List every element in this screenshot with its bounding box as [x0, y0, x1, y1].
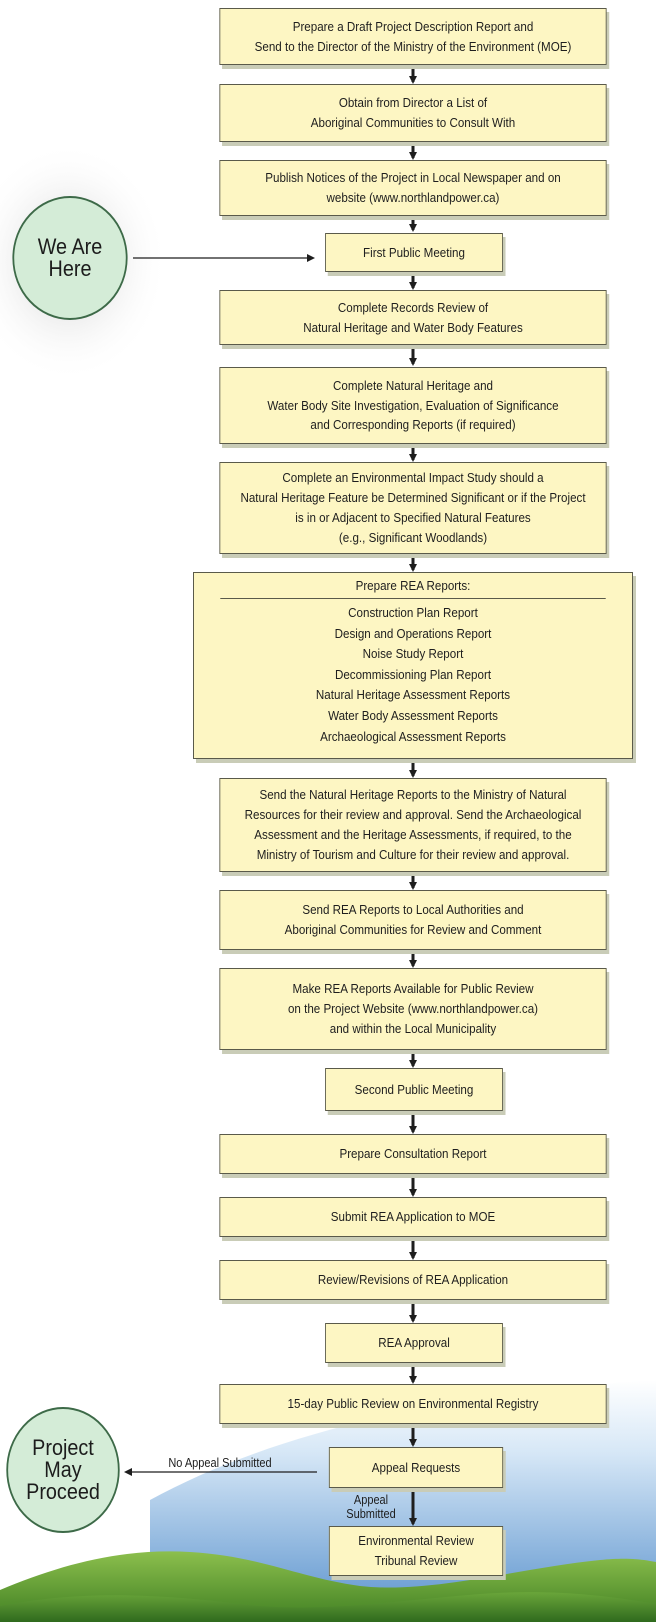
step-send-rea-reports: Send REA Reports to Local Authorities an…	[219, 890, 607, 950]
step-make-reports-available-text: Make REA Reports Available for Public Re…	[287, 981, 539, 1036]
step-obtain-list: Obtain from Director a List of Aborigina…	[219, 84, 607, 142]
rea-reports-title: Prepare REA Reports:	[220, 573, 606, 599]
project-may-proceed-badge: Project May Proceed	[6, 1407, 120, 1533]
step-review-revisions: Review/Revisions of REA Application	[219, 1260, 607, 1300]
step-consultation-report: Prepare Consultation Report	[219, 1134, 607, 1174]
step-records-review-text: Complete Records Review of Natural Herit…	[303, 299, 523, 335]
step-prepare-rea-reports: Prepare REA Reports: Construction Plan R…	[193, 572, 633, 759]
step-site-investigation-text: Complete Natural Heritage and Water Body…	[267, 377, 559, 433]
step-send-heritage-reports-text: Send the Natural Heritage Reports to the…	[244, 787, 582, 862]
list-item: Archaeological Assessment Reports	[320, 728, 506, 744]
step-submit-rea-text: Submit REA Application to MOE	[330, 1209, 496, 1225]
sky	[150, 1380, 656, 1622]
step-draft-report: Prepare a Draft Project Description Repo…	[219, 8, 607, 65]
list-item: Water Body Assessment Reports	[328, 707, 498, 723]
no-appeal-label: No Appeal Submitted	[168, 1456, 272, 1470]
step-site-investigation: Complete Natural Heritage and Water Body…	[219, 367, 607, 444]
step-impact-study: Complete an Environmental Impact Study s…	[219, 462, 607, 554]
step-tribunal-review: Environmental Review Tribunal Review	[328, 1526, 504, 1576]
step-consultation-report-text: Prepare Consultation Report	[339, 1146, 487, 1162]
step-publish-notices-text: Publish Notices of the Project in Local …	[265, 170, 561, 205]
step-appeal-requests-text: Appeal Requests	[371, 1459, 461, 1475]
step-second-public-meeting: Second Public Meeting	[325, 1068, 503, 1111]
step-rea-approval-text: REA Approval	[378, 1335, 450, 1351]
step-appeal-requests: Appeal Requests	[328, 1447, 504, 1488]
step-publish-notices: Publish Notices of the Project in Local …	[219, 160, 607, 216]
step-tribunal-review-text: Environmental Review Tribunal Review	[358, 1533, 474, 1568]
step-records-review: Complete Records Review of Natural Herit…	[219, 290, 607, 345]
step-make-reports-available: Make REA Reports Available for Public Re…	[219, 968, 607, 1050]
hill-front	[0, 1592, 656, 1622]
step-public-review-text: 15-day Public Review on Environmental Re…	[287, 1396, 539, 1412]
list-item: Decommissioning Plan Report	[334, 666, 492, 682]
step-submit-rea: Submit REA Application to MOE	[219, 1197, 607, 1237]
rea-reports-list: Construction Plan Report Design and Oper…	[220, 603, 605, 747]
step-public-review: 15-day Public Review on Environmental Re…	[219, 1384, 607, 1424]
list-item: Natural Heritage Assessment Reports	[315, 687, 511, 703]
list-item: Construction Plan Report	[348, 605, 478, 620]
step-draft-report-text: Prepare a Draft Project Description Repo…	[254, 18, 572, 54]
step-rea-approval: REA Approval	[325, 1323, 503, 1363]
step-send-rea-reports-text: Send REA Reports to Local Authorities an…	[284, 902, 542, 937]
appeal-submitted-label: Appeal Submitted	[346, 1493, 396, 1521]
step-send-heritage-reports: Send the Natural Heritage Reports to the…	[219, 778, 607, 872]
step-first-public-meeting-text: First Public Meeting	[363, 244, 465, 260]
step-impact-study-text: Complete an Environmental Impact Study s…	[240, 470, 586, 545]
step-obtain-list-text: Obtain from Director a List of Aborigina…	[310, 95, 516, 130]
step-first-public-meeting: First Public Meeting	[325, 233, 503, 272]
step-second-public-meeting-text: Second Public Meeting	[354, 1081, 474, 1097]
list-item: Noise Study Report	[362, 646, 464, 662]
list-item: Design and Operations Report	[334, 625, 492, 641]
step-review-revisions-text: Review/Revisions of REA Application	[317, 1272, 509, 1288]
we-are-here-badge: We Are Here	[12, 196, 128, 320]
